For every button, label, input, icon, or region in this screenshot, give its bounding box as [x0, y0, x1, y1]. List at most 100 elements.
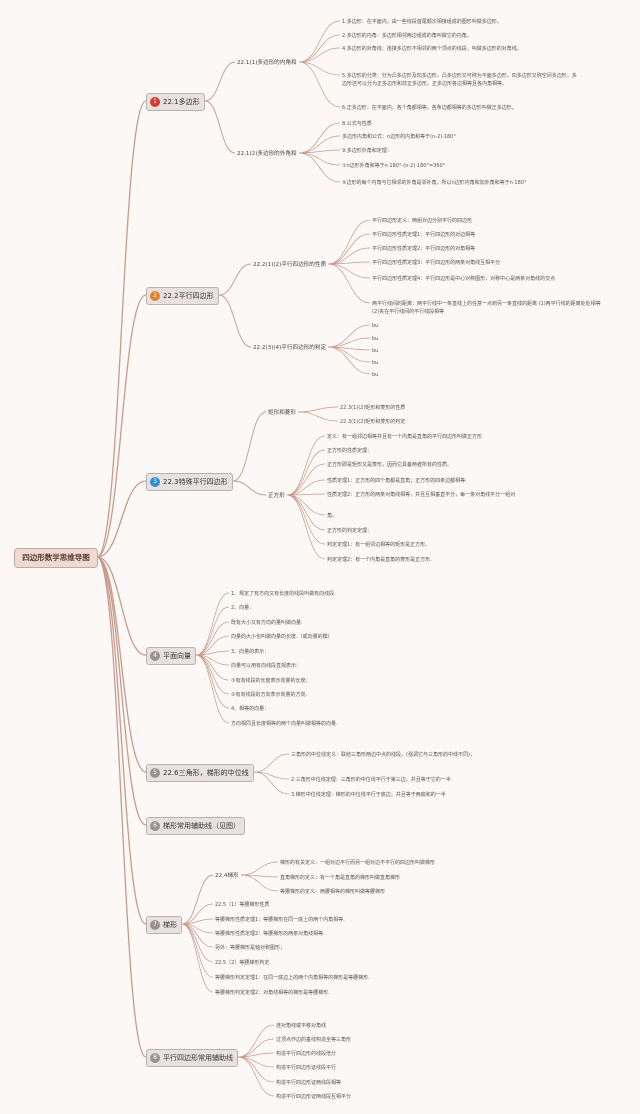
connector-line — [327, 233, 371, 265]
subtopic[interactable]: 22.1(1)多边形的内角和 — [237, 60, 297, 66]
leaf-node: 另外：等腰梯形是轴对称图形； — [215, 945, 286, 951]
connector-line — [253, 753, 290, 773]
connector-line — [237, 1056, 275, 1083]
connector-line — [297, 406, 339, 413]
subtopic[interactable]: 22.2(3)(4)平行四边形的判定 — [253, 345, 327, 351]
connector-line — [237, 1024, 275, 1058]
connector-line — [96, 556, 147, 656]
leaf-node: 1.多边形：在平面内，由一些线段首尾顺次相接组成的图形叫做多边形。 — [342, 19, 502, 25]
leaf-node: 性质定理1：正方形的四个角都是直角；正方形的四条边都相等. — [327, 478, 467, 484]
connector-line — [286, 493, 326, 496]
leaf-node: 平行四边形定义：两组对边分别平行的四边形 — [372, 218, 473, 224]
leaf-node: 等腰梯形性质定理2：等腰梯形的两条对角线相等. — [215, 931, 325, 937]
connector-line — [298, 61, 341, 76]
connector-line — [195, 650, 230, 656]
connector-line — [181, 918, 214, 925]
topic-label: 22.6三角形，梯形的中位线 — [163, 769, 249, 777]
leaf-node: 正方形即是矩形又是菱形，因而它具备两者所有的性质。 — [327, 462, 453, 468]
topic-number-badge: 7 — [150, 919, 160, 930]
leaf-node: 三角形的中位线定义：联结三角形两边中点的线段。(强调它与三角形的中线不同)； — [291, 752, 475, 758]
connector-line — [327, 337, 371, 348]
connector-line — [286, 494, 326, 531]
leaf-node: 平行四边形性质定理1：平行四边形的对边相等 — [372, 232, 476, 238]
leaf-node: 4.多边形的对角线：连接多边形不相邻的两个顶点的线段，叫做多边形的对角线。 — [342, 46, 522, 52]
connector-line — [204, 61, 236, 102]
subtopic[interactable]: 正方形 — [268, 493, 285, 499]
leaf-node: ①n边形外角和等于n·180°-(n-2)·180°=360° — [342, 163, 446, 169]
connector-line — [298, 152, 341, 166]
leaf-node: 5.多边形的分类：分为凸多边形及凹多边形，凸多边形又可称为平面多边形，凹多边形又… — [342, 73, 577, 87]
topic-label: 平面向量 — [163, 652, 191, 660]
connector-line — [298, 122, 341, 154]
connector-line — [96, 556, 147, 1058]
leaf-node: bu — [372, 348, 379, 354]
leaf-node: 9.多边形外角和定理： — [342, 148, 392, 154]
connector-line — [240, 874, 279, 892]
root-topic[interactable]: 四边形数学思维导图 — [14, 548, 98, 568]
subtopic[interactable]: 22.4梯形 — [215, 873, 239, 879]
connector-line — [297, 411, 339, 422]
connector-line — [96, 556, 147, 773]
leaf-node: 过顶点作边的垂线构造全等三角形 — [276, 1037, 352, 1043]
leaf-node: 多边形内角和公式：n边形的内角和等于(n-2)·180° — [342, 134, 456, 140]
connector-line — [286, 449, 326, 496]
leaf-node: 性质定理2：正方形的两条对角线相等，并且互相垂直平分，每一条对角线平分一组对 — [327, 492, 516, 498]
leaf-node: bu — [372, 336, 379, 342]
leaf-node: 连对角线或平移对角线 — [276, 1023, 327, 1029]
connector-line — [181, 903, 214, 925]
connector-line — [232, 411, 267, 482]
connector-line — [327, 346, 371, 375]
topic-label: 梯形 — [163, 921, 177, 929]
leaf-node: ②边形的每个内角与它相邻的外角是邻补角，所以n边形内角和加外角和等于n·180° — [342, 180, 527, 186]
leaf-node: 3.梯形中位线定理：梯形的中位线平行于底边，并且等于两底和的一半 — [291, 792, 446, 798]
topic-number-badge: 4 — [150, 650, 160, 661]
connector-line — [327, 263, 371, 304]
leaf-node: ①有向线段的长度表示向量的长度； — [231, 678, 311, 684]
leaf-node: 构造平行四边形证两线段互相平分 — [276, 1094, 352, 1100]
leaf-node: 等腰梯形性质定理1：等腰梯形在同一底上的两个内角相等. — [215, 917, 345, 923]
connector-line — [237, 1038, 275, 1058]
connector-line — [195, 606, 230, 656]
leaf-node: 既有大小又有方向的量叫做向量. — [231, 620, 303, 626]
leaf-node: bu — [372, 372, 379, 378]
leaf-node: 22.5（2）等腰梯形判定 — [215, 960, 270, 966]
topic-number-badge: 2 — [150, 290, 160, 301]
subtopic[interactable]: 22.1(2)多边形的外角和 — [237, 151, 297, 157]
connector-line — [195, 654, 230, 681]
connector-line — [195, 654, 230, 724]
leaf-node: 6.正多边形：在平面内，各个角都相等，各条边都相等的多边形叫做正多边形。 — [342, 105, 517, 111]
leaf-node: 向量的大小也叫做向量的长度.（或向量的模） — [231, 634, 333, 640]
connector-line — [195, 621, 230, 656]
connector-line — [237, 1056, 275, 1097]
leaf-node: 2、向量： — [231, 605, 255, 611]
leaf-node: 构造平行四边形的线段倍分 — [276, 1051, 337, 1057]
topic-label: 平行四边形常用辅助线 — [163, 1054, 233, 1062]
subtopic[interactable]: 22.2(1)(2)平行四边形的性质 — [253, 262, 327, 268]
topic-label: 梯形常用辅助线（见图） — [163, 822, 240, 830]
connector-line — [181, 923, 214, 963]
connector-line — [298, 47, 341, 63]
connector-line — [96, 294, 147, 558]
connector-line — [181, 923, 214, 993]
leaf-node: 平行四边形性质定理2：平行四边形的对角相等 — [372, 246, 476, 252]
topic-label: 22.1多边形 — [163, 98, 200, 106]
connector-line — [218, 263, 252, 296]
leaf-node: 正方形的性质定理： — [327, 448, 373, 454]
leaf-node: 构造平行四边形证两线段相等 — [276, 1080, 342, 1086]
leaf-node: 1、规定了有方向又有长度的线段叫做有向线段. — [231, 591, 336, 597]
leaf-node: 8.公式与性质 — [342, 121, 372, 127]
connector-line — [96, 480, 147, 558]
leaf-node: 构造平行四边形证线段平行 — [276, 1065, 337, 1071]
connector-line — [298, 61, 341, 108]
connector-line — [298, 152, 341, 183]
subtopic[interactable]: 矩形和菱形 — [268, 410, 296, 416]
connector-line — [286, 435, 326, 496]
